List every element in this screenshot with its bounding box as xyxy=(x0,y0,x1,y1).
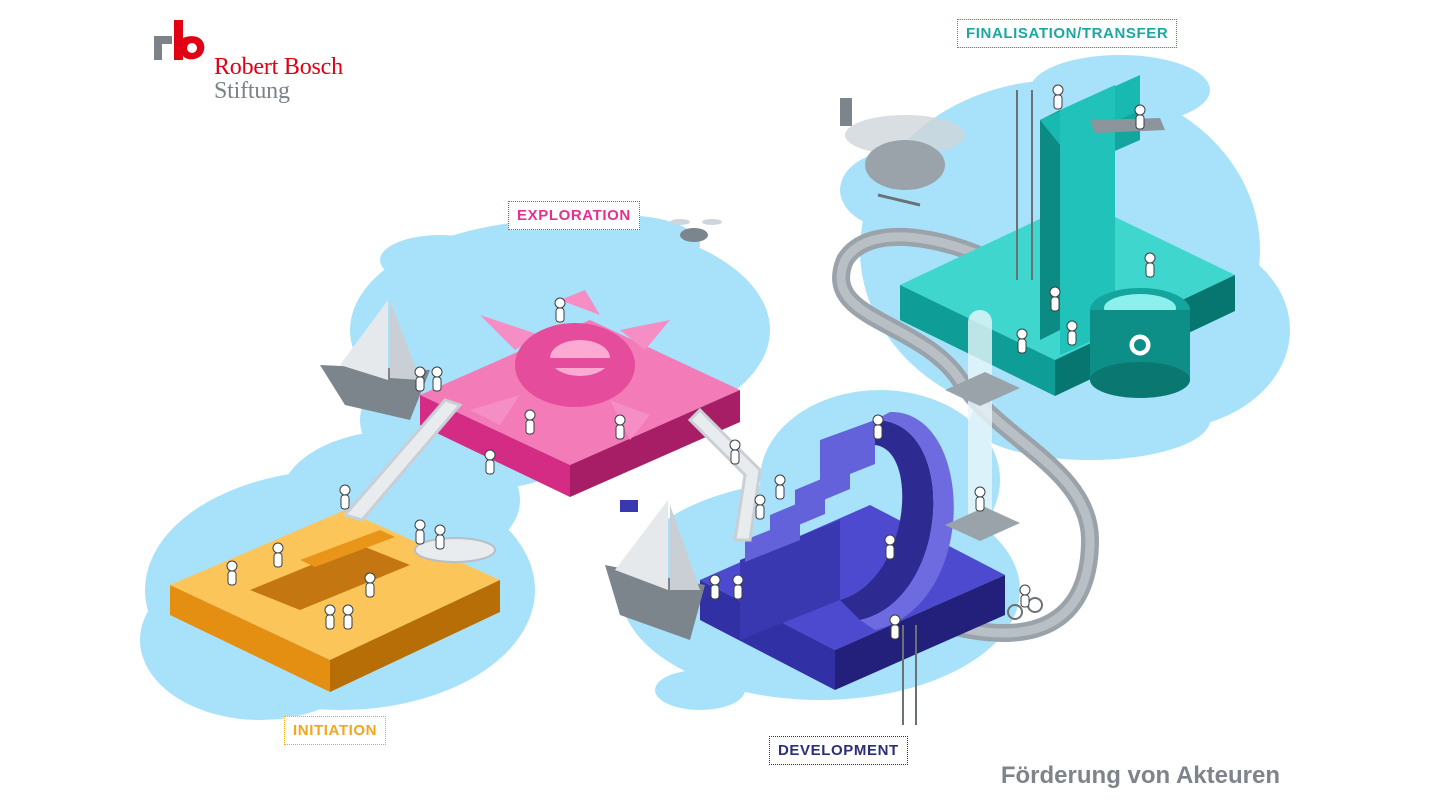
stage-label-initiation: INITIATION xyxy=(284,716,387,745)
stage-label-finalisation: FINALISATION/TRANSFER xyxy=(957,19,1178,48)
diving-board-icon xyxy=(1090,118,1165,133)
exploration-platform xyxy=(420,290,740,497)
logo-name-line1: Robert Bosch xyxy=(214,54,343,80)
drone-icon xyxy=(670,219,722,242)
stage-label-development: DEVELOPMENT xyxy=(769,736,908,765)
stage-label-exploration: EXPLORATION xyxy=(508,201,640,230)
logo-name-line2: Stiftung xyxy=(214,78,290,104)
helicopter-icon xyxy=(840,98,965,207)
sailboat-icon xyxy=(320,300,705,640)
robert-bosch-stiftung-logo: Robert Bosch Stiftung xyxy=(154,20,374,110)
tube-elevator-icon xyxy=(945,310,1020,541)
staircase-icon xyxy=(342,398,762,542)
life-ring-icon xyxy=(1129,334,1151,356)
rowboat-icon xyxy=(414,537,496,563)
ladder-icon xyxy=(902,90,1033,725)
rb-logo-mark-icon xyxy=(154,20,205,60)
people-figures xyxy=(226,84,1156,640)
footer-title: Förderung von Akteuren xyxy=(1000,762,1280,789)
development-platform xyxy=(700,411,1005,690)
